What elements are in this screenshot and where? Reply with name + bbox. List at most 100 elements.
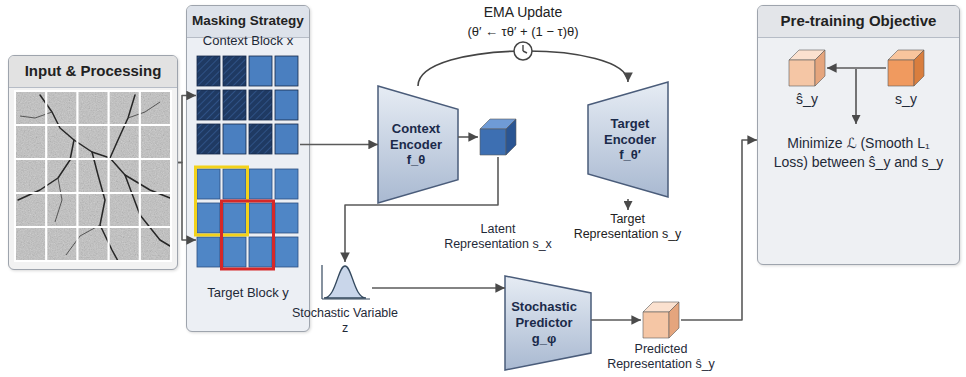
- text-slot: EMA Update: [453, 4, 593, 21]
- target-grid: [275, 237, 298, 267]
- crack-image: [66, 225, 100, 255]
- loss-arrow: [855, 69, 857, 124]
- gaussian-icon: [324, 266, 366, 298]
- cube-face: [480, 129, 506, 155]
- target-grid: [197, 203, 220, 233]
- context-encoder: Context Encoder f_θ: [378, 86, 458, 203]
- crack-image: [128, 102, 160, 118]
- target-grid: [223, 237, 246, 267]
- target-grid: [197, 237, 220, 267]
- target-grid: [223, 169, 246, 199]
- context-grid: [249, 56, 272, 86]
- output-arrow: [627, 199, 629, 210]
- crack-image: [110, 95, 135, 158]
- text-slot: Minimize ℒ (Smooth L₁ Loss) between ŝ_y …: [770, 134, 947, 172]
- text-slot: Stochastic Variable z: [290, 306, 400, 337]
- block-label: Minimize ℒ (Smooth L₁ Loss) between ŝ_y …: [770, 134, 947, 172]
- clock-icon: [523, 51, 527, 53]
- crack-image: [15, 124, 171, 126]
- clock-icon: [522, 45, 523, 51]
- target-grid: [249, 237, 272, 267]
- cube-face: [643, 312, 669, 338]
- encoder-outline: [378, 86, 458, 203]
- stochastic-predictor: Stochastic Predictor g_φ: [505, 276, 591, 370]
- objective-panel: Pre-training ObjectiveMinimize ℒ (Smooth…: [757, 5, 960, 265]
- cube-face: [789, 60, 815, 86]
- annotation-label: Target Representation s_y: [570, 212, 685, 243]
- target-encoder: Target Encoder f_θ′: [588, 82, 668, 197]
- crack-image: [18, 95, 170, 261]
- target-cube: s_y: [886, 48, 926, 88]
- text-slot: Latent Representation s_x: [438, 222, 558, 253]
- edge-label: EMA Update: [453, 4, 593, 21]
- target-grid: [249, 169, 272, 199]
- cube-shape: [886, 48, 926, 88]
- cube-shape: [641, 300, 681, 340]
- text-slot: ŝ_y: [782, 91, 832, 108]
- text-slot: Context Encoder f_θ: [378, 86, 458, 203]
- context-grid: [223, 90, 246, 120]
- caption-label: Predicted Representation ŝ_y: [601, 342, 721, 373]
- crack-image: [15, 192, 171, 194]
- crack-image: [139, 91, 141, 261]
- caption-label: Stochastic Variable z: [290, 306, 400, 337]
- cube-face: [669, 302, 679, 338]
- target-grid: [197, 169, 220, 199]
- text-slot: Context Block x: [196, 33, 300, 49]
- panel-title: Input & Processing: [25, 62, 162, 80]
- crack-image: [15, 91, 171, 261]
- panel-title: Pre-training Objective: [781, 12, 937, 30]
- caption-label: s_y: [881, 91, 931, 108]
- gaussian-icon: [321, 265, 322, 299]
- arrow-connector: [458, 136, 478, 138]
- context-grid: [223, 124, 246, 154]
- arrow-connector: [372, 287, 505, 289]
- crack-image: [92, 152, 118, 261]
- arrow-connector: [827, 67, 886, 69]
- crack-image: [15, 226, 171, 228]
- encoder-label: Stochastic Predictor g_φ: [507, 299, 581, 347]
- text-slot: Stochastic Predictor g_φ: [505, 276, 591, 370]
- arrow-connector: [300, 144, 378, 146]
- block-label: Context Block x: [196, 33, 300, 49]
- encoder-outline: [588, 82, 668, 197]
- crack-image: [76, 91, 78, 261]
- latent-cube: Latent Representation s_x: [478, 117, 518, 157]
- target-grid: [275, 203, 298, 233]
- crack-image: [15, 91, 171, 261]
- text-slot: Predicted Representation ŝ_y: [601, 342, 721, 373]
- annotation-label: (θ′ ← τθ′ + (1 − τ)θ): [433, 24, 613, 40]
- text-slot: Target Encoder f_θ′: [588, 82, 668, 197]
- predicted-cube: ŝ_y: [787, 48, 827, 88]
- caption-label: ŝ_y: [782, 91, 832, 108]
- block-label: Target Block y: [196, 285, 300, 301]
- text-slot: Target Representation s_y: [570, 212, 685, 243]
- context-grid: [275, 90, 298, 120]
- clock-icon: [514, 42, 532, 60]
- text-slot: (θ′ ← τθ′ + (1 − τ)θ): [433, 24, 613, 40]
- crack-image: [15, 91, 171, 261]
- text-slot: Input & Processing: [9, 56, 177, 88]
- context-grid: [223, 56, 246, 86]
- target-grid: [275, 169, 298, 199]
- text-slot: s_y: [881, 91, 931, 108]
- crack-image: [15, 91, 171, 261]
- crack-image: [125, 175, 170, 246]
- cube-face: [914, 50, 924, 86]
- caption-label: Latent Representation s_x: [438, 222, 558, 253]
- encoder-outline: [505, 276, 591, 370]
- predicted-cube: Predicted Representation ŝ_y: [641, 300, 681, 340]
- context-grid: [197, 90, 220, 120]
- cube-face: [506, 119, 516, 155]
- clock-icon: [514, 42, 532, 60]
- target-grid: [223, 203, 246, 233]
- context-grid: [249, 90, 272, 120]
- arrow-connector: [591, 319, 641, 321]
- context-grid: [197, 56, 220, 86]
- crack-image: [45, 91, 47, 261]
- encoder-label: Target Encoder f_θ′: [597, 116, 663, 164]
- crack-image: [55, 178, 62, 222]
- encoder-label: Context Encoder f_θ: [383, 121, 449, 169]
